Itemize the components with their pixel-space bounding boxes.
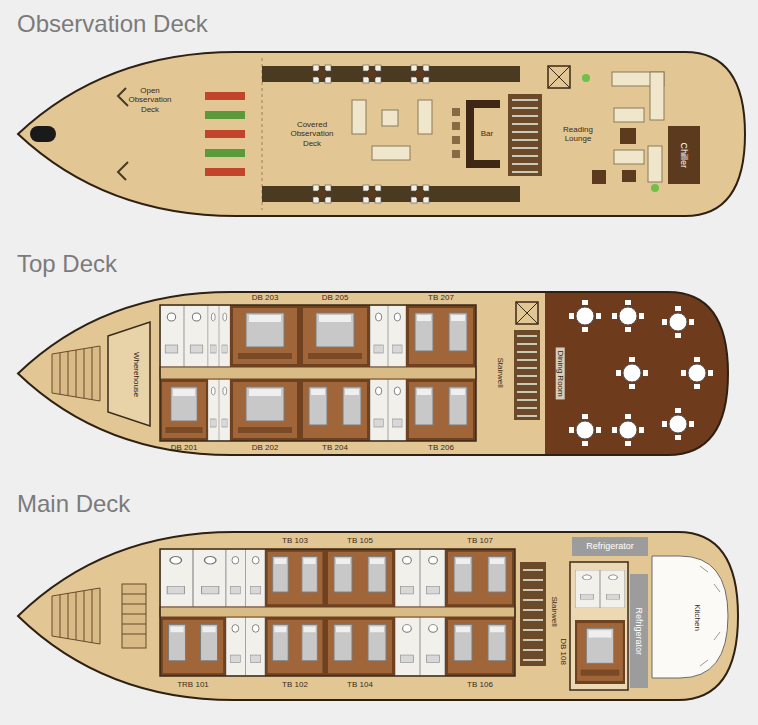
- deck-hull: Main DeckRefrigeratorRefrigerator: [18, 532, 738, 700]
- room-label: TB 104: [347, 680, 373, 689]
- hull-outline: [18, 292, 728, 455]
- room-label: DB 202: [252, 443, 279, 452]
- room-label: Stairwell: [495, 358, 504, 388]
- room-label: TB 207: [428, 293, 454, 302]
- room-label: TB 102: [282, 680, 308, 689]
- room-label: TB 106: [467, 680, 493, 689]
- room-label: DB 203: [252, 293, 279, 302]
- hull-line: [18, 292, 728, 455]
- refrigerator-box: Refrigerator: [572, 537, 648, 556]
- deck-hull: Top DeckWherehouseDining Room: [18, 292, 728, 455]
- deck-heading: Main Deck: [17, 490, 130, 518]
- room-label: TB 105: [347, 536, 373, 545]
- room-label: TB 103: [282, 536, 308, 545]
- storage-room: Wherehouse: [126, 334, 148, 416]
- room-name: Dining Room: [555, 347, 564, 399]
- dining-room: Dining Room: [545, 292, 728, 455]
- room-label: TB 107: [467, 536, 493, 545]
- deck-heading: Top Deck: [17, 250, 117, 278]
- room-name: Chiller: [679, 142, 689, 168]
- hull-outline: [18, 52, 745, 216]
- room-label: DB 205: [322, 293, 349, 302]
- room-name: Refrigerator: [634, 607, 644, 655]
- deck-hull: Observation DeckChiller: [18, 52, 745, 216]
- room-label: Covered Observation Deck: [284, 120, 340, 148]
- room-label: TRB 101: [177, 680, 209, 689]
- room-name: Wherehouse: [132, 352, 141, 397]
- room-label: TB 204: [322, 443, 348, 452]
- deck-heading: Observation Deck: [17, 10, 208, 38]
- room-label: Reading Lounge: [555, 125, 601, 143]
- room-label: Open Observation Deck: [124, 86, 176, 114]
- room-name: Refrigerator: [586, 541, 634, 551]
- room-label: Stairwell: [549, 597, 558, 627]
- refrigerator-box: Refrigerator: [630, 574, 648, 688]
- room-label: TB 206: [428, 443, 454, 452]
- room-label: DB 201: [171, 443, 198, 452]
- hull-line: [18, 52, 745, 216]
- room-label: Bar: [481, 129, 493, 138]
- hull-line: [18, 532, 738, 700]
- room-label: Kitchen: [692, 605, 701, 632]
- room-label: DB 108: [558, 639, 567, 666]
- chiller-box: Chiller: [668, 126, 700, 184]
